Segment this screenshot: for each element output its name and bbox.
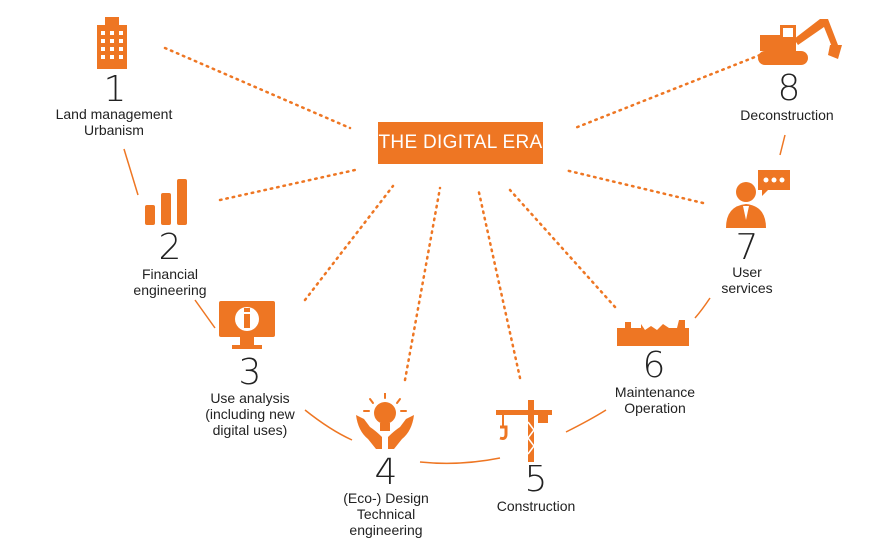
step-2-label: Financial engineering bbox=[133, 266, 207, 298]
step-3-number: 3 bbox=[238, 352, 262, 393]
step-1-number: 1 bbox=[103, 69, 127, 110]
step-2-number: 2 bbox=[158, 227, 182, 268]
bar-chart-icon bbox=[145, 179, 187, 225]
step-4-label: (Eco-) Design Technical engineering bbox=[343, 490, 429, 538]
digital-era-title: THE DIGITAL ERA bbox=[378, 132, 543, 153]
step-4-number: 4 bbox=[374, 452, 398, 493]
digital-era-box: THE DIGITAL ERA bbox=[378, 122, 543, 164]
step-6-number: 6 bbox=[642, 345, 666, 386]
dotted-spokes bbox=[163, 46, 762, 382]
monitor-info-icon bbox=[219, 301, 275, 349]
step-3-label: Use analysis (including new digital uses… bbox=[205, 390, 295, 438]
excavator-icon bbox=[758, 19, 842, 65]
step-1-label: Land management Urbanism bbox=[55, 106, 173, 138]
step-8-label: Deconstruction bbox=[740, 107, 834, 123]
solid-path bbox=[123, 134, 786, 465]
factory-icon bbox=[617, 320, 689, 346]
step-5-label: Construction bbox=[496, 498, 576, 514]
crane-icon bbox=[496, 400, 552, 462]
step-7-label: User services bbox=[721, 264, 773, 296]
step-6-label: Maintenance Operation bbox=[614, 384, 696, 416]
step-5-number: 5 bbox=[524, 459, 548, 500]
lightbulb-hands-icon bbox=[356, 393, 414, 449]
step-7-number: 7 bbox=[735, 227, 759, 268]
step-8-number: 8 bbox=[777, 68, 801, 109]
building-icon bbox=[97, 17, 127, 69]
user-chat-icon bbox=[726, 170, 790, 228]
